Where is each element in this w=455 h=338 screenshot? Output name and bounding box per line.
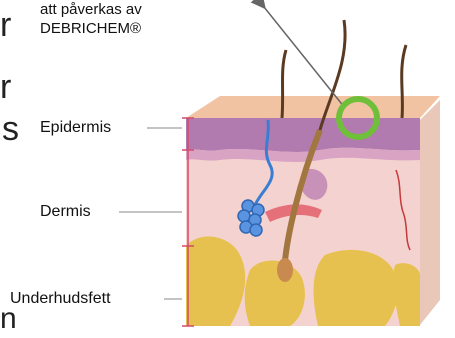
sweat-gland-coil — [238, 200, 264, 236]
hair-bulb — [277, 258, 293, 282]
epidermis-layer — [186, 118, 420, 152]
fat-globule-3 — [314, 250, 398, 326]
fat-globule-1 — [186, 236, 245, 326]
fat-globule-2 — [245, 261, 305, 326]
arrow-up-left-icon — [264, 7, 345, 108]
block-side-face — [420, 100, 440, 325]
